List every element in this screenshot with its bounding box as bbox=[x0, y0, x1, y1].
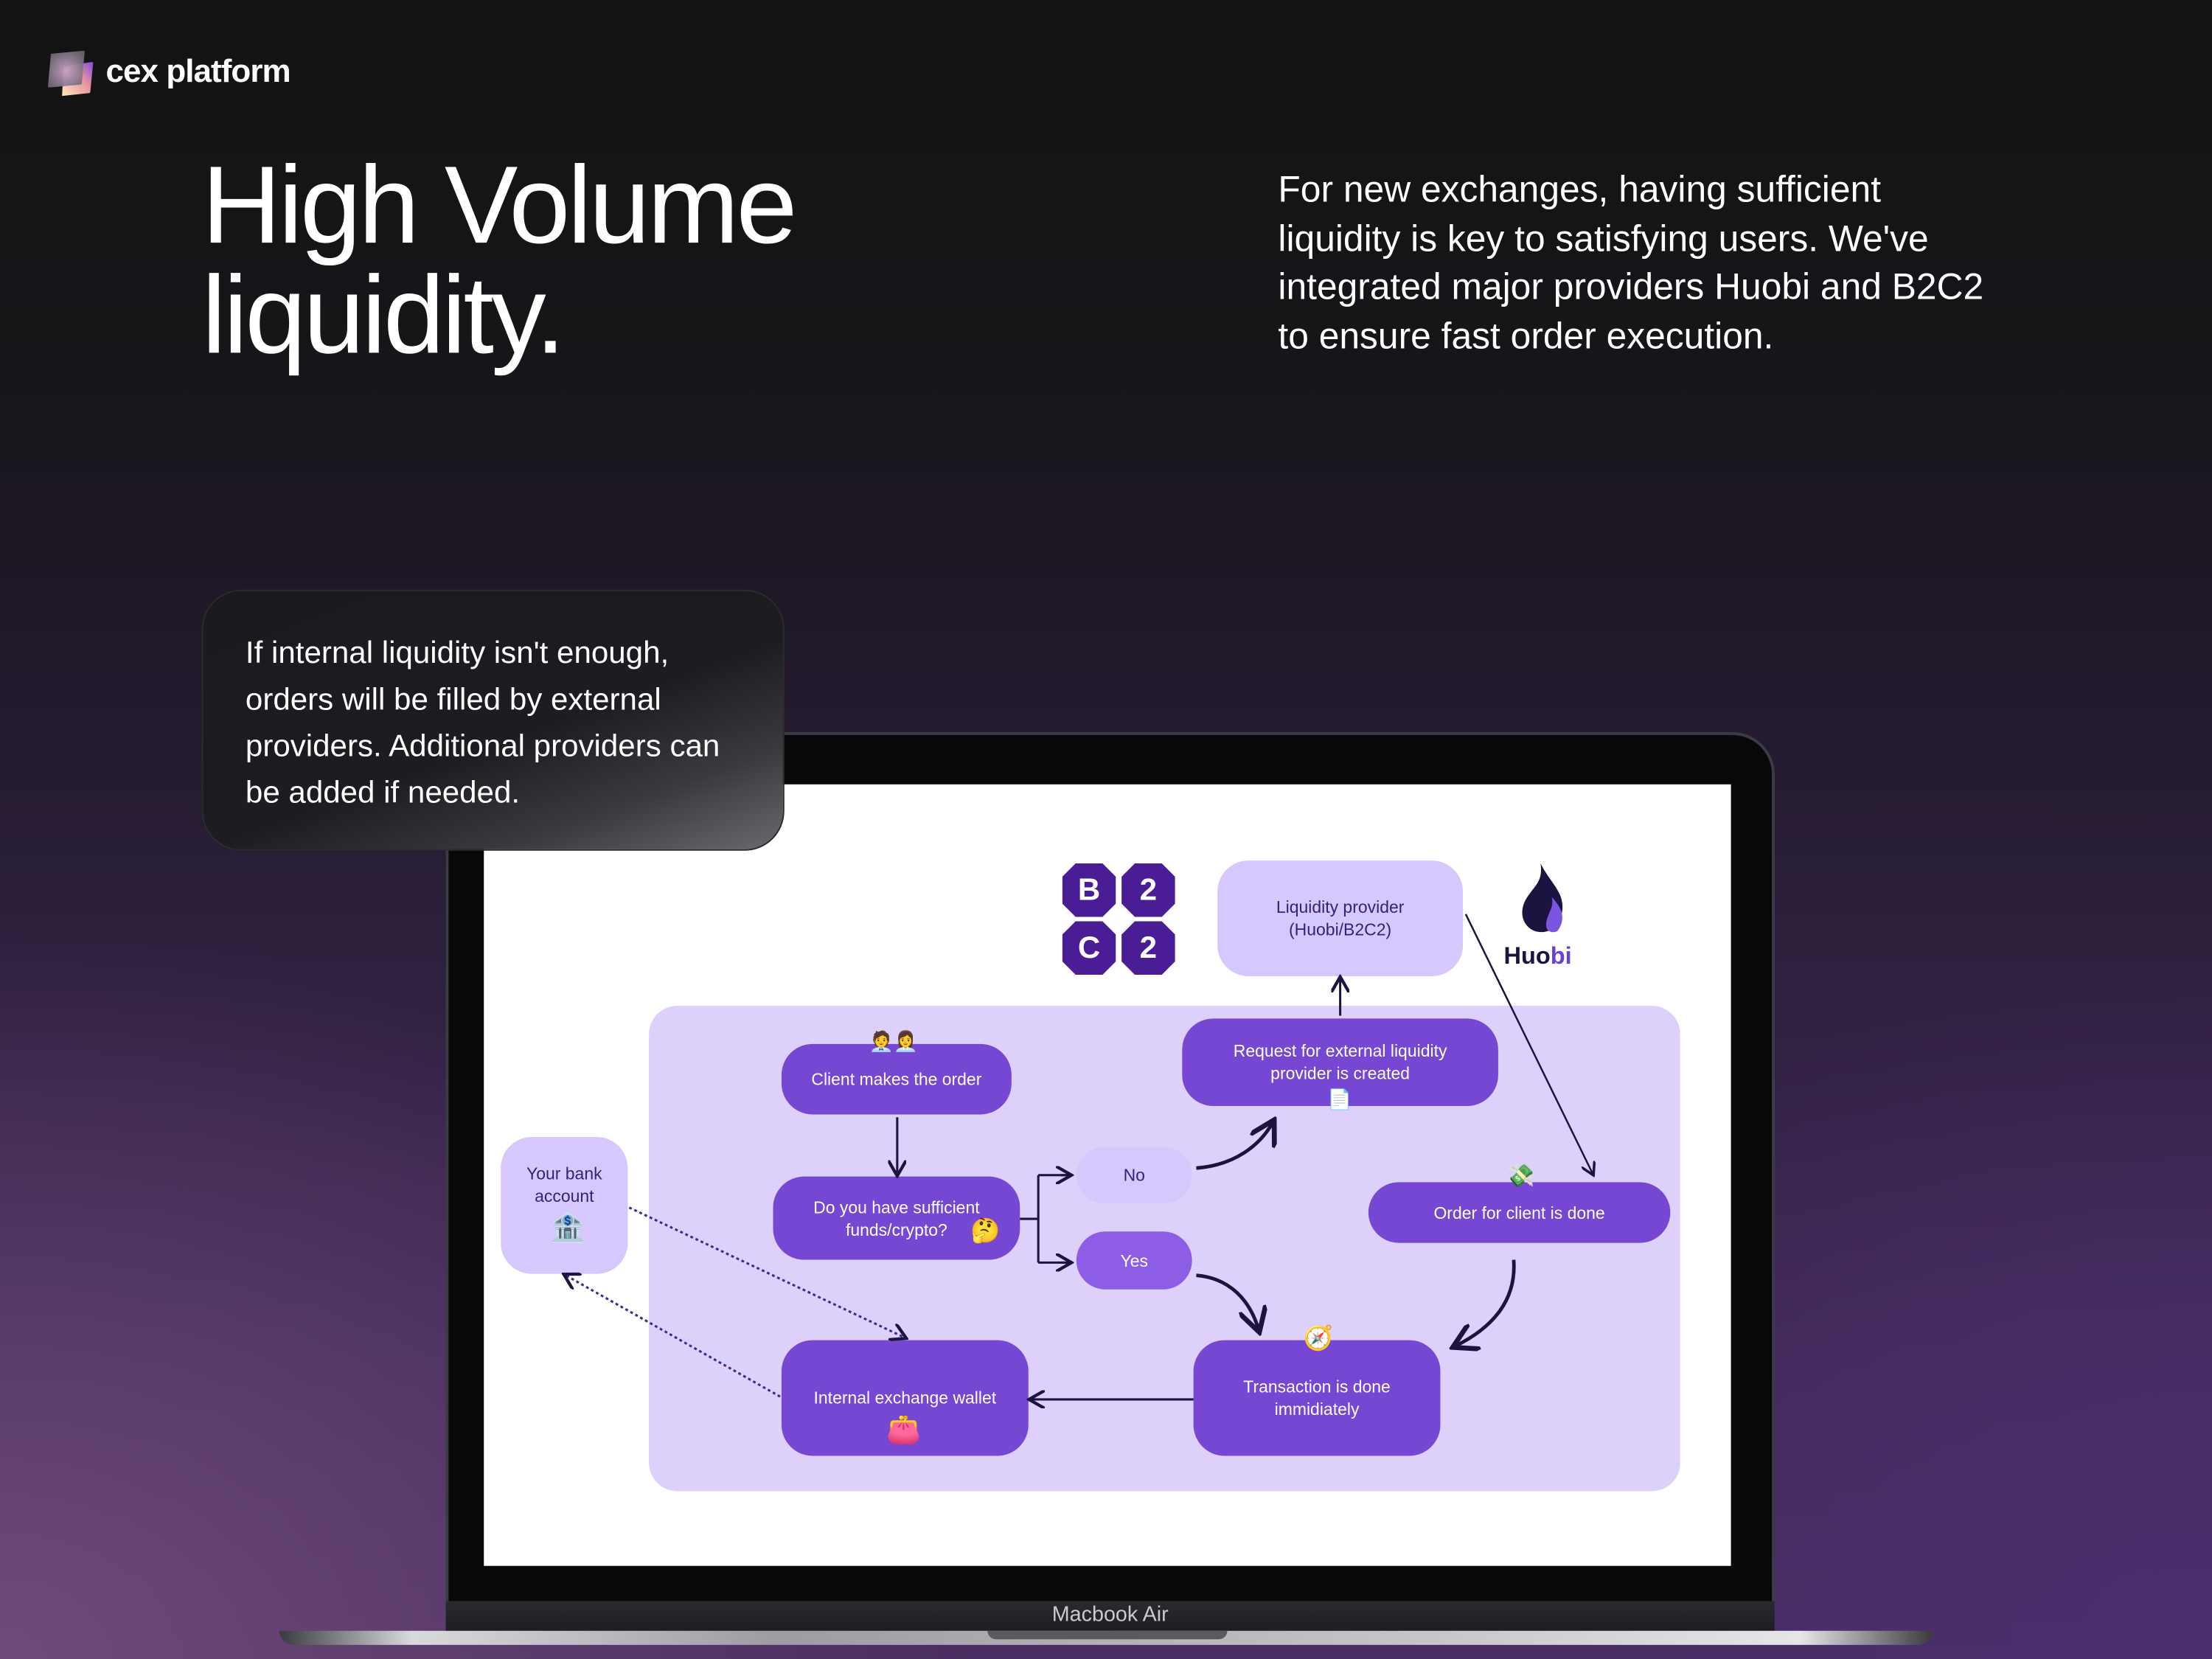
thinking-face-icon: 🤔 bbox=[970, 1217, 1001, 1245]
node-transaction-done: Transaction is done immidiately bbox=[1193, 1340, 1441, 1456]
arrow-yes-to-transaction bbox=[1196, 1273, 1258, 1329]
bank-icon: 🏦 bbox=[550, 1213, 585, 1245]
node-request-external: Request for external liquidity provider … bbox=[1182, 1018, 1498, 1107]
people-icon: 🧑‍💼👩‍💼 bbox=[869, 1029, 919, 1053]
page-title: High Volume liquidity. bbox=[202, 150, 798, 369]
arrow-provider-to-order-done bbox=[1464, 914, 1593, 1174]
b2c2-tile: 2 bbox=[1121, 921, 1175, 975]
compass-icon: 🧭 bbox=[1303, 1324, 1334, 1352]
huobi-logo: Huobi bbox=[1504, 942, 1572, 970]
arrow-no-to-request bbox=[1196, 1123, 1272, 1170]
b2c2-tile: 2 bbox=[1121, 863, 1175, 917]
document-icon: 📄 bbox=[1327, 1088, 1352, 1110]
huobi-logo-part: bi bbox=[1550, 942, 1572, 970]
node-bank-account: Your bank account bbox=[501, 1137, 628, 1274]
brand-name: cex platform bbox=[105, 52, 291, 89]
brand-logo-icon bbox=[48, 50, 94, 97]
callout-text: If internal liquidity isn't enough, orde… bbox=[245, 634, 720, 810]
node-order-done: Order for client is done bbox=[1368, 1182, 1671, 1243]
laptop-chin bbox=[445, 1601, 1775, 1632]
money-wings-icon: 💸 bbox=[1506, 1165, 1535, 1189]
arrow-bank-to-wallet bbox=[628, 1206, 904, 1338]
device-label: Macbook Air bbox=[1051, 1602, 1169, 1627]
node-client-order: Client makes the order bbox=[781, 1043, 1012, 1115]
arrow-check-branch bbox=[1020, 1174, 1068, 1264]
huobi-flame-icon bbox=[1522, 863, 1563, 933]
arrow-wallet-to-bank bbox=[566, 1276, 781, 1398]
title-line-1: High Volume bbox=[201, 142, 798, 267]
title-line-2: liquidity. bbox=[201, 252, 566, 377]
b2c2-tile: B bbox=[1062, 863, 1116, 917]
node-no: No bbox=[1076, 1147, 1192, 1204]
node-liquidity-provider: Liquidity provider (Huobi/B2C2) bbox=[1217, 860, 1464, 976]
node-yes: Yes bbox=[1076, 1231, 1192, 1290]
arrow-order-to-transaction bbox=[1455, 1259, 1516, 1346]
huobi-logo-part: Huo bbox=[1503, 942, 1551, 970]
callout-card: If internal liquidity isn't enough, orde… bbox=[201, 589, 785, 851]
hero-description: For new exchanges, having sufficient liq… bbox=[1278, 167, 1984, 357]
laptop-notch bbox=[987, 1630, 1228, 1640]
node-sufficient-funds: Do you have sufficient funds/crypto? bbox=[773, 1176, 1020, 1260]
b2c2-tile: C bbox=[1062, 921, 1116, 975]
node-internal-wallet: Internal exchange wallet bbox=[781, 1340, 1029, 1456]
crypto-wallet-icon: 👛 bbox=[886, 1415, 922, 1447]
